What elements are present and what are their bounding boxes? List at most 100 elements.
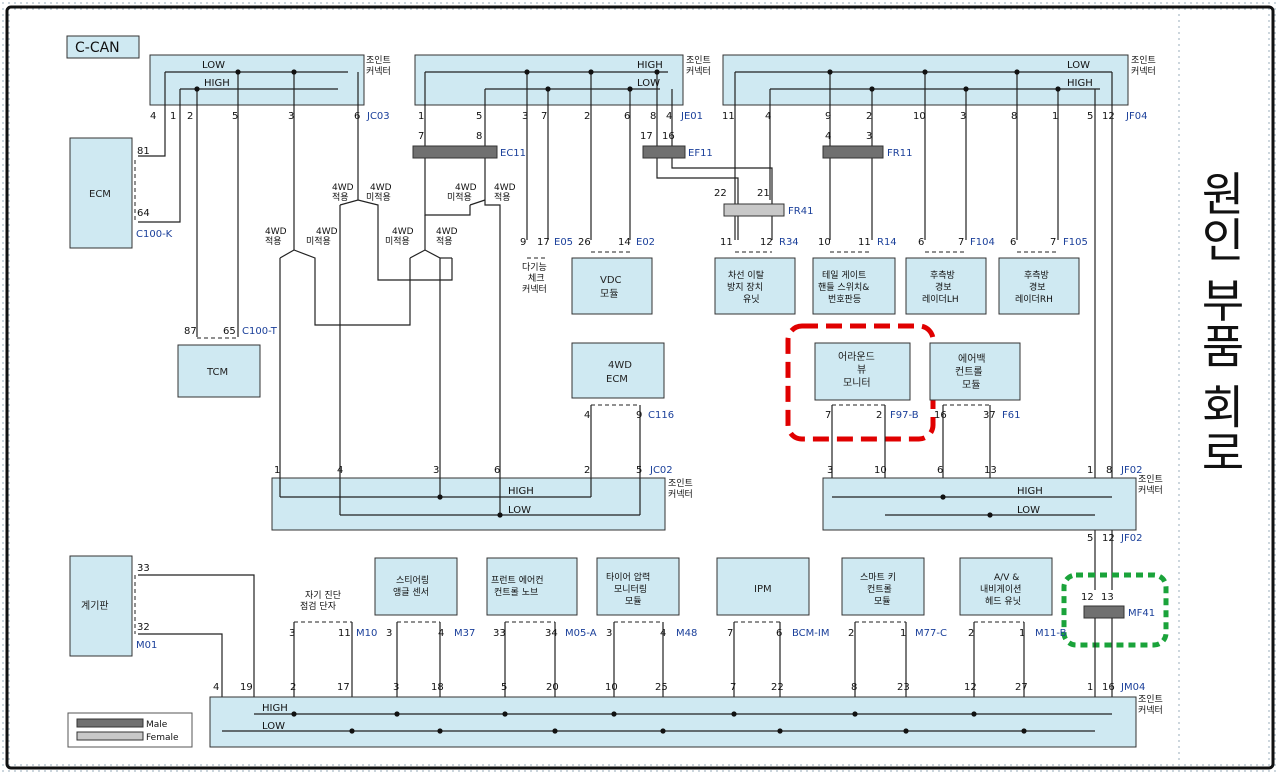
svg-text:2: 2	[848, 628, 854, 639]
je01-code: JE01	[680, 111, 703, 122]
svg-text:16: 16	[934, 410, 947, 421]
svg-text:R34: R34	[779, 237, 799, 248]
jc02-joint-label-1: 조인트	[668, 478, 693, 489]
svg-text:7: 7	[730, 682, 736, 693]
svg-text:HIGH: HIGH	[637, 60, 663, 71]
svg-text:1: 1	[1087, 465, 1093, 476]
svg-text:뷰: 뷰	[857, 365, 866, 376]
svg-text:5: 5	[232, 111, 238, 122]
svg-text:3: 3	[393, 682, 399, 693]
svg-text:MF41: MF41	[1128, 608, 1155, 619]
svg-text:LOW: LOW	[637, 78, 660, 89]
svg-text:2: 2	[584, 111, 590, 122]
svg-text:5: 5	[476, 111, 482, 122]
component-4wd-ecm: 4WD ECM 4 9 C116	[571, 342, 674, 421]
svg-text:2: 2	[866, 111, 872, 122]
svg-text:8: 8	[650, 111, 656, 122]
svg-text:4WD: 4WD	[332, 183, 354, 193]
je01-pins: 1 5 3 7 2 6 8 4	[418, 111, 672, 122]
svg-text:VDC: VDC	[600, 275, 622, 286]
svg-text:F104: F104	[970, 237, 995, 248]
svg-text:HIGH: HIGH	[1017, 486, 1043, 497]
jc03-joint-label-2: 커넥터	[366, 66, 391, 77]
svg-text:경보: 경보	[1029, 281, 1046, 293]
svg-text:12: 12	[1102, 111, 1115, 122]
svg-text:EF11: EF11	[688, 148, 713, 159]
svg-text:18: 18	[431, 682, 444, 693]
svg-text:E05: E05	[554, 237, 573, 248]
svg-text:9: 9	[825, 111, 831, 122]
svg-text:16: 16	[662, 131, 675, 142]
svg-text:적용: 적용	[436, 235, 453, 247]
svg-text:R14: R14	[877, 237, 897, 248]
svg-text:점검 단자: 점검 단자	[300, 600, 337, 612]
legend-female: Female	[146, 733, 179, 743]
svg-text:13: 13	[984, 465, 997, 476]
svg-text:컨트롤: 컨트롤	[867, 584, 892, 595]
component-ldws: 차선 이탈 방지 장치 유닛 11 12 R34	[714, 237, 799, 315]
svg-text:17: 17	[337, 682, 350, 693]
joint-jc03: LOW HIGH 조인트 커넥터 JC03	[149, 54, 391, 122]
jm04-joint-label-1: 조인트	[1138, 694, 1163, 705]
svg-text:LOW: LOW	[508, 505, 531, 516]
svg-text:3: 3	[288, 111, 294, 122]
svg-text:스마트 키: 스마트 키	[860, 572, 896, 583]
svg-text:26: 26	[578, 237, 591, 248]
svg-text:내비게이션: 내비게이션	[980, 584, 1021, 595]
svg-text:64: 64	[137, 208, 150, 219]
svg-text:9: 9	[520, 237, 526, 248]
svg-text:ECM: ECM	[89, 189, 111, 200]
svg-text:F97-B: F97-B	[890, 410, 919, 421]
svg-text:E02: E02	[636, 237, 655, 248]
component-ipm: IPM 7 6 BCM-IM	[716, 557, 829, 639]
jf04-code: JF04	[1125, 111, 1147, 122]
component-tcm: TCM 87 65 C100-T	[177, 326, 278, 398]
svg-text:후측방: 후측방	[1024, 270, 1049, 281]
svg-text:자기 진단: 자기 진단	[305, 590, 341, 601]
svg-text:7: 7	[418, 131, 424, 142]
svg-text:12: 12	[760, 237, 773, 248]
svg-text:JC02: JC02	[649, 465, 673, 476]
svg-text:FR11: FR11	[887, 148, 912, 159]
option-labels: 4WD 적용 4WD 미적용 4WD 미적용 4WD 적용 4WD 적용 4WD…	[265, 183, 516, 247]
svg-text:21: 21	[757, 188, 770, 199]
svg-text:JF02: JF02	[1120, 533, 1142, 544]
svg-text:JF02: JF02	[1120, 465, 1142, 476]
jf02-joint-label-1: 조인트	[1138, 474, 1163, 485]
svg-text:후측방: 후측방	[930, 270, 955, 281]
jc03-pins: 4 1 2 5 3 6	[150, 111, 360, 122]
splice-mf41: 12 13 MF41	[1081, 592, 1155, 619]
svg-text:8: 8	[1011, 111, 1017, 122]
svg-text:10: 10	[913, 111, 926, 122]
svg-text:TCM: TCM	[206, 367, 228, 378]
svg-text:모듈: 모듈	[874, 596, 891, 607]
svg-text:19: 19	[240, 682, 253, 693]
svg-text:F105: F105	[1063, 237, 1088, 248]
svg-text:C116: C116	[648, 410, 674, 421]
svg-text:6: 6	[918, 237, 924, 248]
svg-text:BCM-IM: BCM-IM	[792, 628, 829, 639]
joint-jf02: HIGH LOW 조인트 커넥터 JF02 3 10 6 13 1 8 5 12…	[822, 465, 1163, 544]
svg-text:HIGH: HIGH	[508, 486, 534, 497]
svg-text:4WD: 4WD	[494, 183, 516, 193]
svg-text:3: 3	[960, 111, 966, 122]
diagram-title: C-CAN	[75, 40, 120, 56]
svg-text:27: 27	[1015, 682, 1028, 693]
svg-text:테일 게이트: 테일 게이트	[822, 270, 866, 281]
svg-text:11: 11	[858, 237, 871, 248]
svg-text:5: 5	[1087, 533, 1093, 544]
svg-text:1: 1	[1087, 682, 1093, 693]
svg-text:1: 1	[418, 111, 424, 122]
svg-text:번호판등: 번호판등	[828, 294, 861, 305]
component-tailgate: 테일 게이트 핸들 스위치& 번호판등 10 11 R14	[812, 237, 897, 315]
je01-joint-label-2: 커넥터	[686, 66, 711, 77]
svg-text:8: 8	[476, 131, 482, 142]
component-front-ac-knob: 프런트 에어컨 컨트롤 노브 33 34 M05-A	[486, 557, 597, 639]
component-smart-key: 스마트 키 컨트롤 모듈 2 1 M77-C	[841, 557, 947, 639]
svg-text:컨트롤 노브: 컨트롤 노브	[494, 587, 538, 598]
svg-text:미적용: 미적용	[366, 191, 391, 203]
svg-text:4: 4	[438, 628, 444, 639]
svg-text:M11-B: M11-B	[1035, 628, 1067, 639]
svg-text:HIGH: HIGH	[1067, 78, 1093, 89]
svg-text:11: 11	[720, 237, 733, 248]
